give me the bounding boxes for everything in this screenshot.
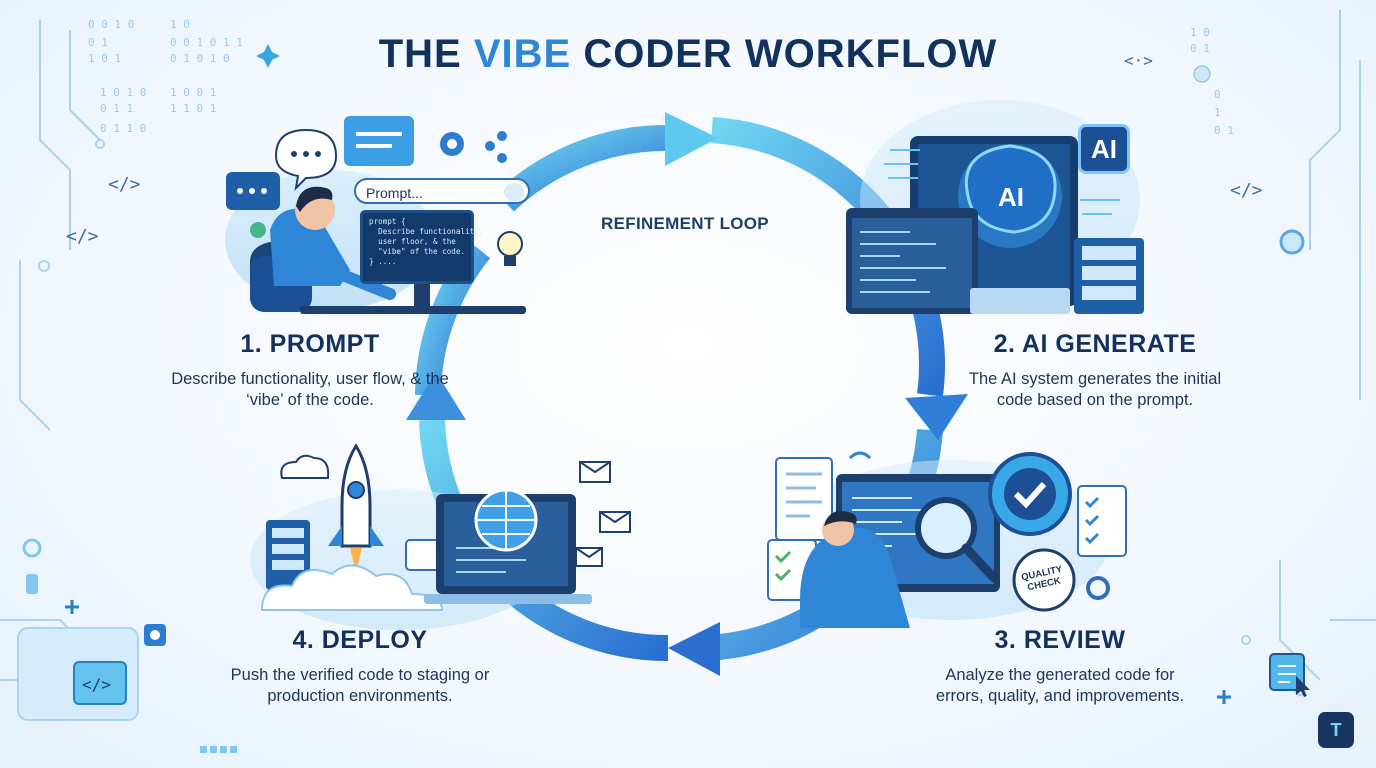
refinement-loop-label: REFINEMENT LOOP <box>601 214 769 233</box>
svg-text:1: 1 <box>1214 106 1221 119</box>
gear-icon <box>22 538 42 558</box>
ai-badge: AI <box>1078 124 1130 174</box>
step-review: 3. REVIEW Analyze the generated code for… <box>920 626 1200 707</box>
step-description: Push the verified code to staging or pro… <box>230 666 490 705</box>
title-accent: VIBE <box>473 32 572 76</box>
step-description: Analyze the generated code for errors, q… <box>935 666 1185 705</box>
circuit-lines-right <box>1241 10 1376 696</box>
search-icon <box>504 183 524 201</box>
binary-text-right: 1 0 0 1 0 1 0 1 <box>1190 26 1234 137</box>
ai-generate-illustration <box>846 100 1144 314</box>
svg-text:0: 0 <box>1214 88 1221 101</box>
svg-text:0 0 1 0: 0 0 1 0 <box>88 18 134 31</box>
code-brackets-icon: <·> <box>1124 51 1153 70</box>
circuit-lines-left <box>0 20 105 710</box>
svg-text:1 0 1 0: 1 0 1 0 <box>100 86 146 99</box>
step-heading: 4. DEPLOY <box>292 626 428 654</box>
plus-icon <box>1217 690 1231 704</box>
plus-icon <box>65 600 79 614</box>
svg-text:0 1: 0 1 <box>1214 124 1234 137</box>
step-description: The AI system generates the initial code… <box>968 370 1222 409</box>
brand-logo: T <box>1318 712 1354 748</box>
progress-dots <box>200 746 237 753</box>
step-ai-generate: 2. AI GENERATE The AI system generates t… <box>960 330 1230 411</box>
document-cursor-icon <box>1269 653 1310 697</box>
prompt-code-screen: prompt { Describe functionality, user fl… <box>360 210 483 284</box>
pie-chart-icon <box>1193 65 1211 83</box>
code-tag-icon: </> <box>66 226 99 247</box>
step-description: Describe functionality, user flow, & the… <box>171 370 449 409</box>
title-part1: THE <box>378 32 462 76</box>
code-tag-icon: </> <box>108 174 141 195</box>
svg-text:1 1 0 1: 1 1 0 1 <box>170 102 216 115</box>
step-heading: 3. REVIEW <box>994 626 1126 654</box>
deploy-illustration <box>250 443 631 630</box>
prompt-input-text: Prompt... <box>366 185 423 201</box>
svg-text:0 0 1 0 1 1: 0 0 1 0 1 1 <box>170 36 243 49</box>
svg-text:0 1 0 1 0: 0 1 0 1 0 <box>170 52 230 65</box>
step-deploy: 4. DEPLOY Push the verified code to stag… <box>210 626 510 707</box>
sparkle-icon <box>256 44 280 68</box>
review-illustration <box>767 451 1127 628</box>
step-heading: 2. AI GENERATE <box>993 330 1197 358</box>
prompt-input: Prompt... <box>354 178 530 204</box>
svg-text:1 0: 1 0 <box>170 18 190 31</box>
svg-text:</>: </> <box>82 675 111 694</box>
usb-icon <box>26 574 38 594</box>
svg-text:1 0 1: 1 0 1 <box>88 52 121 65</box>
binary-text-left: 0 0 1 0 1 0 0 1 0 0 1 0 1 1 1 0 1 0 1 0 1 0… <box>88 18 243 135</box>
ai-brain-label: AI <box>998 182 1024 212</box>
step-heading: 1. PROMPT <box>240 330 380 358</box>
code-tag-icon: </> <box>1230 180 1263 201</box>
svg-text:0 1: 0 1 <box>88 36 108 49</box>
step-prompt: 1. PROMPT Describe functionality, user f… <box>160 330 460 411</box>
svg-text:0 1 1: 0 1 1 <box>100 102 133 115</box>
loop-arrowheads <box>406 112 968 676</box>
code-window-icon: </> <box>17 624 166 721</box>
gear-icon <box>1279 229 1305 255</box>
svg-text:1 0: 1 0 <box>1190 26 1210 39</box>
page-title: THE VIBE CODER WORKFLOW <box>0 32 1376 77</box>
svg-text:0 1 1 0: 0 1 1 0 <box>100 122 146 135</box>
title-part2: CODER WORKFLOW <box>583 32 998 76</box>
svg-text:1 0 0 1: 1 0 0 1 <box>170 86 216 99</box>
svg-text:0 1: 0 1 <box>1190 42 1210 55</box>
